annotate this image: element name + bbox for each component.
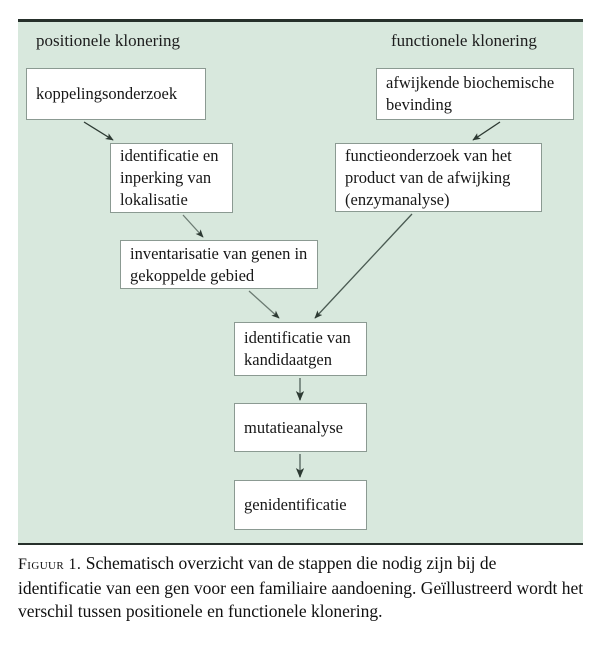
flow-box-identificatie-inperking-lokalisatie: identificatie en inperking van lokalisat… xyxy=(110,143,233,213)
flow-box-label: identificatie en inperking van lokalisat… xyxy=(120,146,219,209)
column-heading-functional-cloning: functionele klonering xyxy=(391,31,537,50)
flow-box-label: afwijkende biochemische bevinding xyxy=(386,73,555,114)
column-heading-positional-cloning: positionele klonering xyxy=(36,31,181,50)
panel-top-rule xyxy=(18,19,583,22)
flow-box-koppelingsonderzoek: koppelingsonderzoek xyxy=(26,68,206,120)
figure-caption: Figuur 1. Schematisch overzicht van de s… xyxy=(18,552,584,624)
flow-box-label: identificatie van kandidaatgen xyxy=(244,328,351,369)
flow-box-functieonderzoek: functieonderzoek van het product van de … xyxy=(335,143,542,212)
flow-box-label: inventarisatie van genen in gekoppelde g… xyxy=(130,243,308,285)
flow-box-mutatieanalyse: mutatieanalyse xyxy=(234,403,367,452)
flow-box-afwijkende-biochemische-bevinding: afwijkende biochemische bevinding xyxy=(376,68,574,120)
flow-box-label: functieonderzoek van het product van de … xyxy=(345,145,512,209)
flow-box-label: koppelingsonderzoek xyxy=(36,84,178,103)
flow-box-identificatie-kandidaatgen: identificatie van kandidaatgen xyxy=(234,322,367,376)
flow-box-label: mutatieanalyse xyxy=(244,417,343,437)
flow-box-inventarisatie-genen: inventarisatie van genen in gekoppelde g… xyxy=(120,240,318,289)
flow-box-label: genidentificatie xyxy=(244,495,347,514)
figure-caption-text: Schematisch overzicht van de stappen die… xyxy=(18,553,584,621)
panel-bottom-rule xyxy=(18,543,583,545)
flow-box-genidentificatie: genidentificatie xyxy=(234,480,367,530)
figure-caption-label: Figuur 1. xyxy=(18,556,82,573)
